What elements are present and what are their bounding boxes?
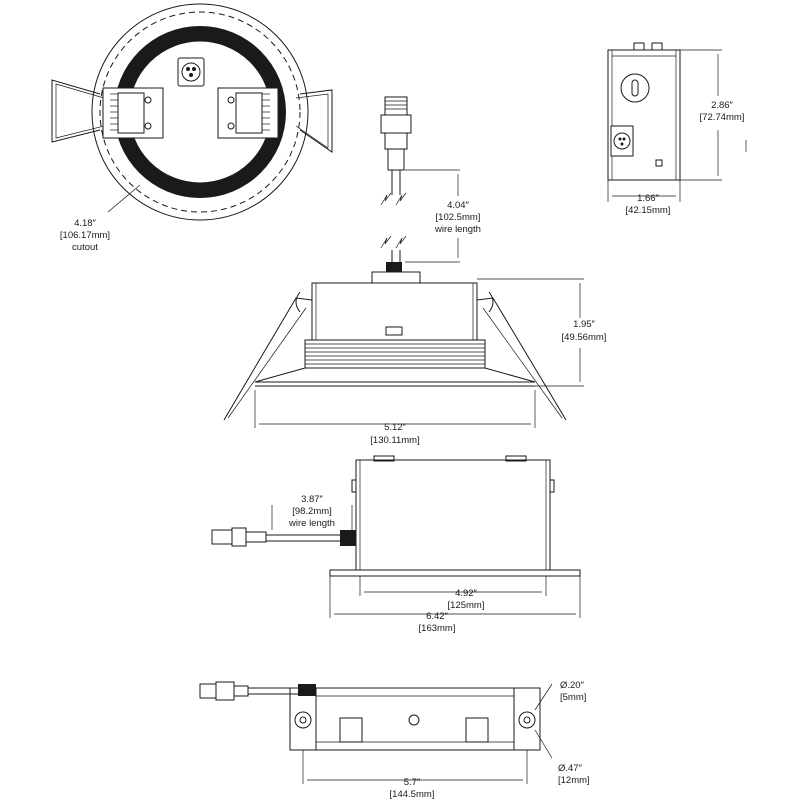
cutout-dim-mm: [106.17mm] bbox=[60, 230, 110, 241]
fixture-side-view bbox=[223, 262, 567, 421]
jbox-wire-inch: 3.87″ bbox=[301, 494, 323, 505]
jbox-box-inch: 4.92″ bbox=[455, 588, 477, 599]
jbox-wire-note: wire length bbox=[288, 518, 335, 529]
box-span-inch: 5.7″ bbox=[404, 777, 421, 788]
cutout-leader-line bbox=[107, 184, 141, 213]
jbox-box-mm: [125mm] bbox=[448, 600, 485, 611]
hole-small-inch: Ø.20″ bbox=[560, 680, 585, 691]
jbox-total-mm: [163mm] bbox=[419, 623, 456, 634]
fixture-height-inch: 1.95″ bbox=[573, 319, 595, 330]
hole-small-mm: [5mm] bbox=[560, 692, 586, 703]
box-width-mm: [42.15mm] bbox=[626, 205, 671, 216]
wire-dim-note: wire length bbox=[434, 224, 481, 235]
box-height-inch: 2.86″ bbox=[711, 100, 733, 111]
junction-box-top-view bbox=[199, 681, 541, 751]
cutout-dim-note: cutout bbox=[72, 242, 98, 253]
box-width-inch: 1.66″ bbox=[637, 193, 659, 204]
hole-large-mm: [12mm] bbox=[558, 775, 590, 786]
wire-dim-inch: 4.04″ bbox=[447, 200, 469, 211]
fixture-height-mm: [49.56mm] bbox=[562, 332, 607, 343]
cutout-dim-inch: 4.18″ bbox=[74, 218, 96, 229]
wire-dim-mm: [102.5mm] bbox=[436, 212, 481, 223]
fixture-width-inch: 5.12″ bbox=[384, 422, 406, 433]
top-view-fixture bbox=[51, 3, 333, 221]
box-span-mm: [144.5mm] bbox=[390, 789, 435, 800]
hole-large-inch: Ø.47″ bbox=[558, 763, 583, 774]
driver-box-side-view bbox=[607, 42, 681, 181]
connector-plug bbox=[380, 96, 412, 262]
box-height-mm: [72.74mm] bbox=[700, 112, 745, 123]
fixture-width-mm: [130.11mm] bbox=[370, 435, 419, 446]
jbox-total-inch: 6.42″ bbox=[426, 611, 448, 622]
jbox-wire-mm: [98.2mm] bbox=[292, 506, 332, 517]
junction-box-front-view bbox=[211, 455, 581, 577]
